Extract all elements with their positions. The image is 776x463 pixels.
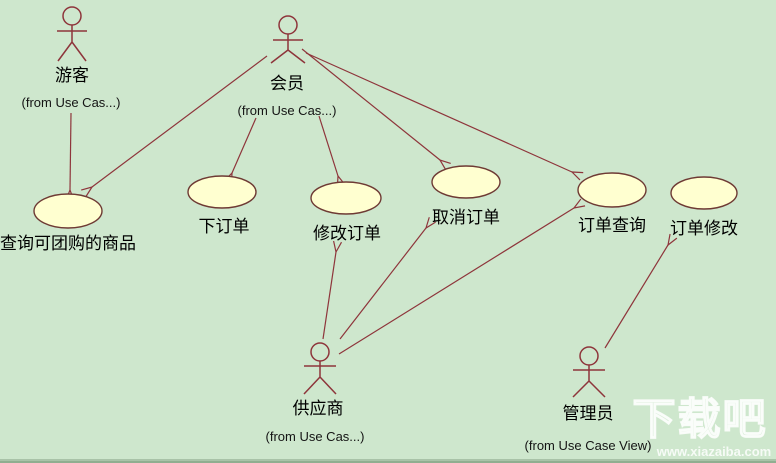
assoc-member-to-place-order[interactable] bbox=[232, 117, 257, 173]
assoc-member-to-order-query[interactable] bbox=[305, 52, 572, 172]
usecase-ellipse-icon[interactable] bbox=[187, 175, 257, 209]
actor-member-from-label: (from Use Cas...) bbox=[238, 103, 337, 118]
usecase-query-group-products-label: 查询可团购的商品 bbox=[0, 234, 136, 254]
actor-member[interactable]: 会员 (from Use Cas...) bbox=[238, 15, 337, 118]
usecase-order-query[interactable]: 订单查询 bbox=[577, 172, 647, 236]
actor-visitor-label: 游客 bbox=[55, 66, 89, 86]
actor-supplier-label: 供应商 bbox=[293, 399, 344, 419]
actor-admin-label: 管理员 bbox=[563, 404, 614, 424]
usecase-ellipse-icon[interactable] bbox=[33, 193, 103, 229]
usecase-order-query-label: 订单查询 bbox=[578, 216, 646, 236]
actor-member-label: 会员 bbox=[270, 74, 304, 94]
actor-visitor[interactable]: 游客 (from Use Cas...) bbox=[22, 6, 121, 110]
actor-admin-from-label: (from Use Case View) bbox=[525, 438, 652, 453]
usecase-ellipse-icon[interactable] bbox=[431, 165, 501, 199]
usecase-ellipse-icon[interactable] bbox=[577, 172, 647, 208]
assoc-visitor-to-query-group-products[interactable] bbox=[70, 112, 71, 190]
usecase-query-group-products[interactable]: 查询可团购的商品 bbox=[0, 193, 136, 254]
usecase-place-order-label: 下订单 bbox=[199, 217, 250, 237]
assoc-member-to-modify-order[interactable] bbox=[318, 115, 338, 176]
bottom-edge-divider bbox=[0, 459, 776, 461]
watermark: 下载吧 www.xiazaiba.com bbox=[632, 394, 771, 459]
bottom-edge-shadow bbox=[0, 461, 776, 463]
actor-stick-figure-icon[interactable] bbox=[57, 6, 87, 62]
assoc-supplier-to-cancel-order[interactable] bbox=[339, 228, 426, 340]
actor-supplier-from-label: (from Use Cas...) bbox=[266, 429, 365, 444]
usecase-place-order[interactable]: 下订单 bbox=[187, 175, 257, 237]
usecase-order-modify[interactable]: 订单修改 bbox=[670, 176, 738, 239]
associations bbox=[70, 48, 668, 355]
actor-visitor-from-label: (from Use Cas...) bbox=[22, 95, 121, 110]
watermark-url: www.xiazaiba.com bbox=[656, 444, 771, 459]
usecase-ellipse-icon[interactable] bbox=[670, 176, 738, 210]
usecase-order-modify-label: 订单修改 bbox=[670, 219, 738, 239]
actor-supplier[interactable]: 供应商 (from Use Cas...) bbox=[266, 342, 365, 444]
usecase-cancel-order[interactable]: 取消订单 bbox=[431, 165, 501, 228]
assoc-supplier-to-order-query[interactable] bbox=[338, 208, 574, 355]
actor-stick-figure-icon[interactable] bbox=[572, 346, 606, 398]
assoc-member-to-query-group-products[interactable] bbox=[92, 55, 268, 187]
actor-stick-figure-icon[interactable] bbox=[270, 15, 306, 64]
usecase-ellipse-icon[interactable] bbox=[310, 181, 382, 215]
usecase-modify-order[interactable]: 修改订单 bbox=[310, 181, 382, 244]
usecase-cancel-order-label: 取消订单 bbox=[432, 208, 500, 228]
actor-stick-figure-icon[interactable] bbox=[303, 342, 337, 395]
watermark-logo-text: 下载吧 bbox=[633, 395, 768, 445]
assoc-supplier-to-modify-order[interactable] bbox=[322, 252, 336, 340]
usecase-modify-order-label: 修改订单 bbox=[313, 224, 381, 244]
assoc-admin-to-order-modify[interactable] bbox=[604, 245, 668, 349]
actor-admin[interactable]: 管理员 (from Use Case View) bbox=[525, 346, 652, 453]
assoc-member-to-cancel-order[interactable] bbox=[301, 48, 440, 160]
